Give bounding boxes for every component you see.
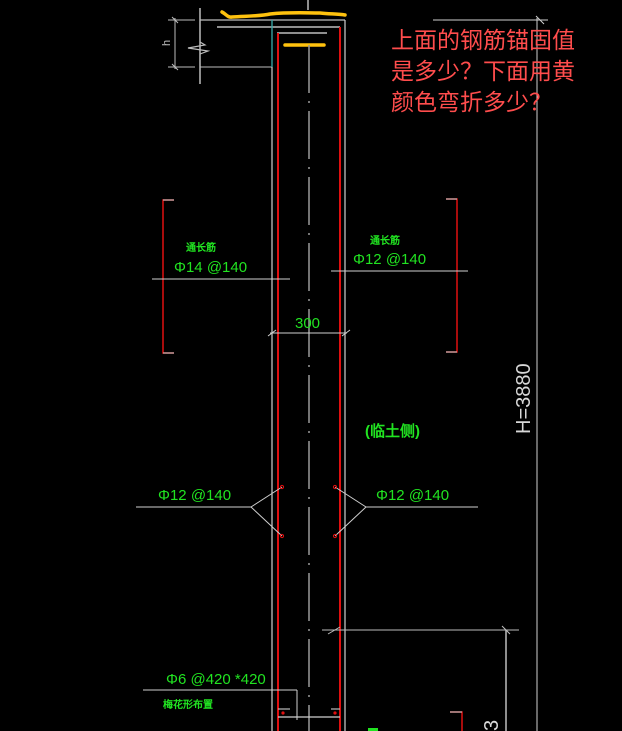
question-annotation: 上面的钢筋锚固值 是多少？下面用黄 颜色弯折多少？ [391,26,621,119]
right-continuous-rebar-callout: 通长筋 Φ12 @140 [331,198,468,353]
right-top-title: 通长筋 [370,234,400,247]
slab-thickness-detail: h [161,8,345,84]
left-continuous-rebar-callout: 通长筋 Φ14 @140 [152,199,290,354]
annotation-line-2: 是多少？下面用黄 [391,59,575,85]
left-mid-rebar-callout: Φ12 @140 [136,484,285,539]
bottom-partial-dim-label: 3 [481,720,503,731]
wall-width-dimension: 300 [267,315,351,337]
left-mid-spec: Φ12 @140 [158,487,231,504]
h-dimension-label: h [161,40,173,46]
tie-bar-callout: Φ6 @420 *420 梅花形布置 [143,671,340,720]
right-mid-spec: Φ12 @140 [376,487,449,504]
annotation-line-1: 上面的钢筋锚固值 [391,28,575,54]
left-top-spec: Φ14 @140 [174,259,247,276]
soil-side-label: (临土侧) [365,422,420,440]
height-dimension-label: H=3880 [513,363,535,434]
partial-green-text [368,728,378,731]
wall-outline [271,0,346,731]
height-dimension: H=3880 [433,15,548,731]
tie-title: 梅花形布置 [163,698,213,711]
right-mid-rebar-callout: Φ12 @140 [332,484,478,539]
lower-dimension: 3 [322,625,519,731]
wall-width-label: 300 [295,315,320,332]
right-top-spec: Φ12 @140 [353,251,426,268]
annotation-line-3: 颜色弯折多少？ [391,90,552,116]
tie-spec: Φ6 @420 *420 [166,671,266,688]
vertical-rebars [277,27,341,731]
yellow-highlight-marks [220,10,347,47]
left-top-title: 通长筋 [186,241,216,254]
